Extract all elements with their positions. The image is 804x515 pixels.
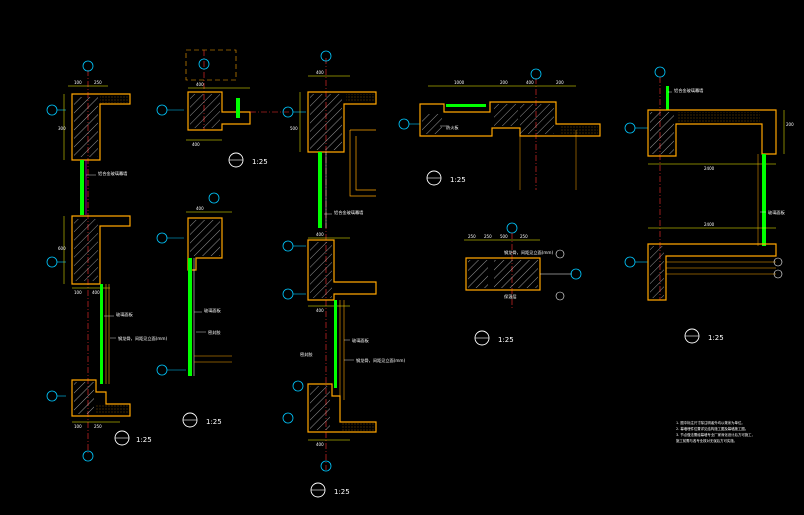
dim-text: 250 (94, 424, 102, 429)
scale-text: 1:25 (498, 336, 514, 344)
dim-text: 400 (316, 308, 324, 313)
dim-text: 200 (556, 80, 564, 85)
annotation-label: 玻璃面板 (204, 307, 222, 314)
scale-text: 1:25 (252, 158, 268, 166)
dim-text: 400 (192, 142, 200, 147)
scale-text: 1:25 (206, 418, 222, 426)
detail-2: 400 400 1:25 400 玻璃面板 密封胶 1: (156, 49, 290, 428)
general-notes: 1. 图中标注尺寸除注明者外均以毫米为单位。 2. 幕墙埋件位置详见结构施工图及… (676, 420, 755, 443)
annotation-label: 密封胶 (208, 329, 221, 336)
dim-text: 2400 (704, 166, 715, 171)
detail-scale-2a: 1:25 (228, 152, 268, 168)
detail-scale-5: 1:25 (474, 330, 514, 346)
detail-4: 1000 200 400 200 防火板 1:25 (398, 68, 601, 190)
dim-text: 1000 (454, 80, 465, 85)
dim-text: 300 (58, 126, 66, 131)
axis-marker-bottom (82, 450, 94, 462)
annotation-label: 密封胶 (300, 351, 313, 358)
axis-marker-top (82, 60, 94, 72)
annotation-label: 铝合金玻璃幕墙 (98, 170, 127, 177)
dim-text: 500 (500, 234, 508, 239)
dim-text: 2400 (704, 222, 715, 227)
annotation-label: 玻璃面板 (352, 337, 370, 344)
detail-6: 铝合金玻璃幕墙 200 2400 玻璃面板 2400 1:25 (624, 66, 794, 344)
detail-scale-3: 1:25 (310, 482, 350, 498)
dim-text: 100 (74, 290, 82, 295)
detail-1: 100 250 300 铝合金玻璃幕墙 600 100 400 玻璃面板 (46, 60, 167, 462)
annotation-label: 铝合金玻璃幕墙 (674, 87, 703, 94)
detail-3: 400 500 铝合金玻璃幕墙 400 400 玻璃面板 钢龙骨，间距见立面(m… (282, 50, 405, 498)
scale-text: 1:25 (334, 488, 350, 496)
detail-scale-1: 1:25 (114, 430, 152, 446)
dim-text: 400 (316, 70, 324, 75)
annotation-label: 玻璃面板 (768, 209, 786, 216)
dim-text: 400 (526, 80, 534, 85)
dim-text: 100 (74, 80, 82, 85)
dim-text: 200 (786, 122, 794, 127)
annotation-label: 防火板 (446, 124, 459, 131)
annotation-label: 钢龙骨，间距见立面(mm) (118, 335, 167, 342)
dim-text: 500 (290, 126, 298, 131)
dim-text: 100 (74, 424, 82, 429)
dim-text: 250 (468, 234, 476, 239)
annotation-label: 钢龙骨，间距见立面(mm) (356, 357, 405, 364)
note-line: 1. 图中标注尺寸除注明者外均以毫米为单位。 (676, 420, 745, 425)
dim-text: 600 (58, 246, 66, 251)
dim-text: 400 (316, 442, 324, 447)
scale-text: 1:25 (708, 334, 724, 342)
dim-text: 250 (484, 234, 492, 239)
axis-marker-left-2 (46, 256, 66, 268)
axis-marker-left-3 (46, 390, 66, 402)
scale-text: 1:25 (450, 176, 466, 184)
annotation-label: 保温层 (504, 293, 517, 300)
dim-text: 400 (316, 232, 324, 237)
detail-5: 250 250 500 250 钢龙骨，间距见立面(mm) 保温层 1:25 (464, 222, 582, 346)
dim-text: 250 (520, 234, 528, 239)
dim-text: 400 (92, 290, 100, 295)
dimension-line: 100 250 (68, 80, 108, 87)
scale-text: 1:25 (136, 436, 152, 444)
annotation-label: 钢龙骨，间距见立面(mm) (504, 249, 553, 256)
note-line: 3. 节点做法需经幕墙专业厂家深化设计后方可施工， (676, 432, 755, 437)
dim-text: 200 (500, 80, 508, 85)
dim-text: 400 (196, 82, 204, 87)
detail-scale-2b: 1:25 (182, 412, 222, 428)
note-line: 施工前需与各专业核对无误后方可实施。 (676, 438, 737, 443)
detail-scale-6: 1:25 (684, 328, 724, 344)
annotation-label: 玻璃面板 (116, 311, 134, 318)
dim-text: 400 (196, 206, 204, 211)
detail-scale-4: 1:25 (426, 170, 466, 186)
note-line: 2. 幕墙埋件位置详见结构施工图及幕墙施工图。 (676, 426, 748, 431)
annotation-label: 铝合金玻璃幕墙 (334, 209, 363, 216)
axis-marker-left-1 (46, 104, 66, 116)
dim-text: 250 (94, 80, 102, 85)
